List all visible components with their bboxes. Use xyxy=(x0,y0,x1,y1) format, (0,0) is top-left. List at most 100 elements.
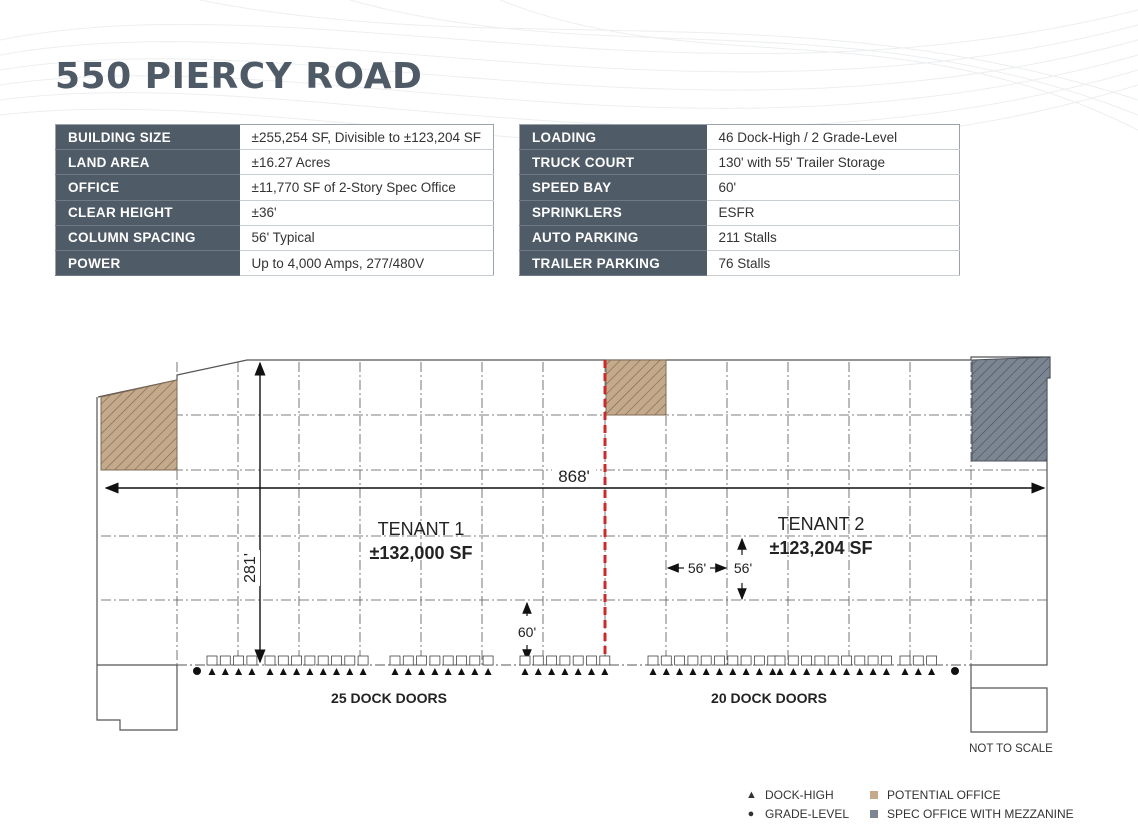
tenant1-area: ±132,000 SF xyxy=(370,543,473,563)
legend-dock-high: ▲ DOCK-HIGH xyxy=(746,788,834,802)
spec-label: CLEAR HEIGHT xyxy=(55,200,240,226)
dock-door xyxy=(357,655,369,666)
spec-value: 60' xyxy=(706,174,960,201)
dock-high-marker xyxy=(776,668,784,675)
page-title: 550 PIERCY ROAD xyxy=(55,56,423,97)
spec-label: COLUMN SPACING xyxy=(55,225,240,251)
legend-grade-level: ● GRADE-LEVEL xyxy=(747,807,850,821)
spec-row: CLEAR HEIGHT±36' xyxy=(55,200,494,226)
dock-door xyxy=(814,655,826,666)
dock-high-marker xyxy=(306,668,314,675)
dock-door xyxy=(647,655,659,666)
dock-door xyxy=(429,655,441,666)
dock-high-marker xyxy=(769,668,777,675)
dock-high-marker xyxy=(561,668,569,675)
spec-value: 76 Stalls xyxy=(706,250,960,277)
spec-value: ±255,254 SF, Divisible to ±123,204 SF xyxy=(239,124,494,151)
dock-door xyxy=(572,655,584,666)
dock-door xyxy=(801,655,812,666)
specs-table-left: BUILDING SIZE±255,254 SF, Divisible to ±… xyxy=(55,124,494,277)
dock-door xyxy=(532,655,544,666)
dock-high-marker xyxy=(869,668,877,675)
spec-label: LAND AREA xyxy=(55,149,240,176)
spec-label: BUILDING SIZE xyxy=(55,124,240,151)
spec-label: TRAILER PARKING xyxy=(519,250,707,277)
speed-bay-label: 60' xyxy=(518,624,536,640)
spec-value: 46 Dock-High / 2 Grade-Level xyxy=(706,124,960,151)
spec-value: ±36' xyxy=(239,200,494,226)
dock-high-marker xyxy=(789,668,797,675)
spec-row: LAND AREA±16.27 Acres xyxy=(55,149,494,176)
dock-door xyxy=(700,655,712,666)
dock-high-marker xyxy=(235,668,243,675)
dock-door xyxy=(727,655,739,666)
dock-door xyxy=(277,655,289,666)
dock-door xyxy=(546,655,557,666)
dock-door xyxy=(754,655,765,666)
dock-high-marker xyxy=(689,668,697,675)
dock-door xyxy=(740,655,752,666)
dock-high-marker xyxy=(914,668,922,675)
dock-door xyxy=(714,655,725,666)
tenant1-name: TENANT 1 xyxy=(378,519,465,539)
dock-door xyxy=(599,655,611,666)
dock-high-marker xyxy=(829,668,837,675)
spec-office-mezzanine xyxy=(971,356,1051,462)
legend-spec-office: SPEC OFFICE WITH MEZZANINE xyxy=(870,807,1074,821)
dock-high-marker xyxy=(333,668,340,675)
spec-value: Up to 4,000 Amps, 277/480V xyxy=(239,250,494,277)
spec-label: POWER xyxy=(55,250,240,277)
dock-door xyxy=(456,655,467,666)
dock-door xyxy=(304,655,316,666)
spec-label: TRUCK COURT xyxy=(519,149,707,176)
dock-door xyxy=(559,655,571,666)
dock-door xyxy=(442,655,454,666)
dock-door xyxy=(206,655,218,666)
dock-doors-right-label: 20 DOCK DOORS xyxy=(711,690,827,706)
dock-door xyxy=(867,655,879,666)
dock-high-marker xyxy=(359,668,367,675)
building-outline xyxy=(96,356,1051,733)
dock-door xyxy=(881,655,892,666)
tenant2-name: TENANT 2 xyxy=(778,514,865,534)
dock-door xyxy=(264,655,276,666)
grade-level-marker xyxy=(951,667,959,675)
dock-high-marker xyxy=(662,668,670,675)
bay-width-label: 56' xyxy=(688,560,706,576)
gray-swatch-icon xyxy=(870,810,878,818)
triangle-icon: ▲ xyxy=(746,789,757,801)
dock-high-marker xyxy=(279,668,287,675)
dock-high-marker xyxy=(716,668,723,675)
legend-potential-office: POTENTIAL OFFICE xyxy=(870,788,1001,802)
dock-door xyxy=(854,655,866,666)
tenant2-area: ±123,204 SF xyxy=(770,538,873,558)
dock-doors xyxy=(193,655,959,675)
dock-door xyxy=(827,655,839,666)
not-to-scale-note: NOT TO SCALE xyxy=(969,743,1053,755)
spec-label: OFFICE xyxy=(55,174,240,201)
tan-swatch-icon xyxy=(870,791,878,799)
column-grid xyxy=(101,362,1047,665)
dock-door xyxy=(687,655,699,666)
spec-label: LOADING xyxy=(519,124,707,151)
dock-door xyxy=(787,655,799,666)
dock-door xyxy=(841,655,852,666)
dock-high-marker xyxy=(293,668,301,675)
dock-high-marker xyxy=(742,668,750,675)
dock-high-marker xyxy=(649,668,657,675)
dock-high-marker xyxy=(248,668,256,675)
dock-high-marker xyxy=(319,668,327,675)
dock-high-marker xyxy=(444,668,452,675)
spec-value: 56' Typical xyxy=(239,225,494,251)
dock-high-marker xyxy=(221,668,229,675)
dock-high-marker xyxy=(208,668,216,675)
